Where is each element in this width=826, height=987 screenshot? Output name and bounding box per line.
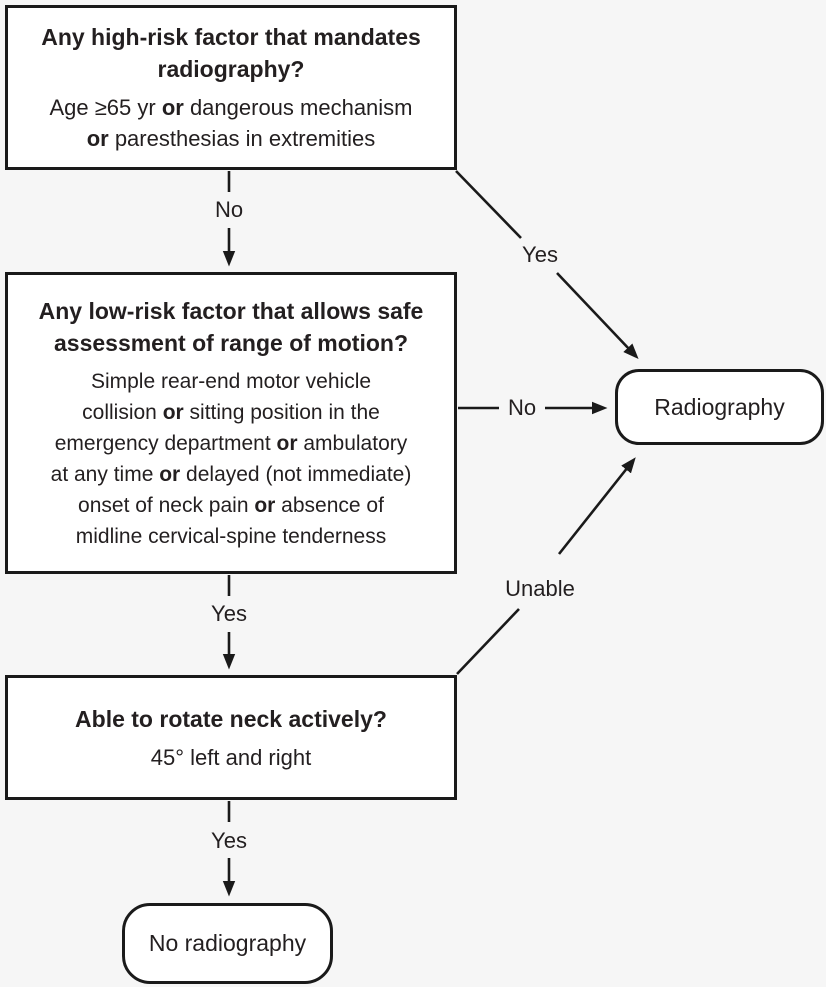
edge-label-low-risk-no: No (507, 395, 537, 420)
edge-label-low-risk-yes: Yes (211, 601, 247, 626)
low-risk-criteria: Simple rear-end motor vehicle collision … (50, 369, 412, 548)
rotate-neck-criteria: 45° left and right (150, 744, 312, 770)
edge-high-risk-yes-arrow (556, 272, 639, 360)
low-risk-question: Any low-risk factor that allows safe ass… (38, 297, 424, 356)
edge-label-rotate-unable: Unable (505, 576, 575, 601)
edge-high-risk-yes-stub (455, 170, 522, 239)
high-risk-question: Any high-risk factor that mandates radio… (41, 24, 421, 82)
high-risk-criteria: Age ≥65 yr or dangerous mechanism or par… (49, 95, 413, 151)
rotate-neck-question: Able to rotate neck actively? (75, 705, 387, 732)
node-high-risk-factor: Any high-risk factor that mandates radio… (5, 5, 457, 170)
edge-rotate-unable-stub (456, 608, 520, 675)
edge-label-high-risk-no: No (214, 197, 244, 222)
node-rotate-neck: Able to rotate neck actively? 45° left a… (5, 675, 457, 800)
edge-label-rotate-yes: Yes (211, 828, 247, 853)
node-radiography: Radiography (615, 369, 824, 445)
node-low-risk-factor: Any low-risk factor that allows safe ass… (5, 272, 457, 574)
edge-rotate-unable-arrow (557, 457, 636, 555)
node-no-radiography: No radiography (122, 903, 333, 984)
no-radiography-label: No radiography (148, 930, 307, 956)
radiography-label: Radiography (654, 393, 785, 420)
edge-label-high-risk-yes: Yes (522, 242, 558, 267)
